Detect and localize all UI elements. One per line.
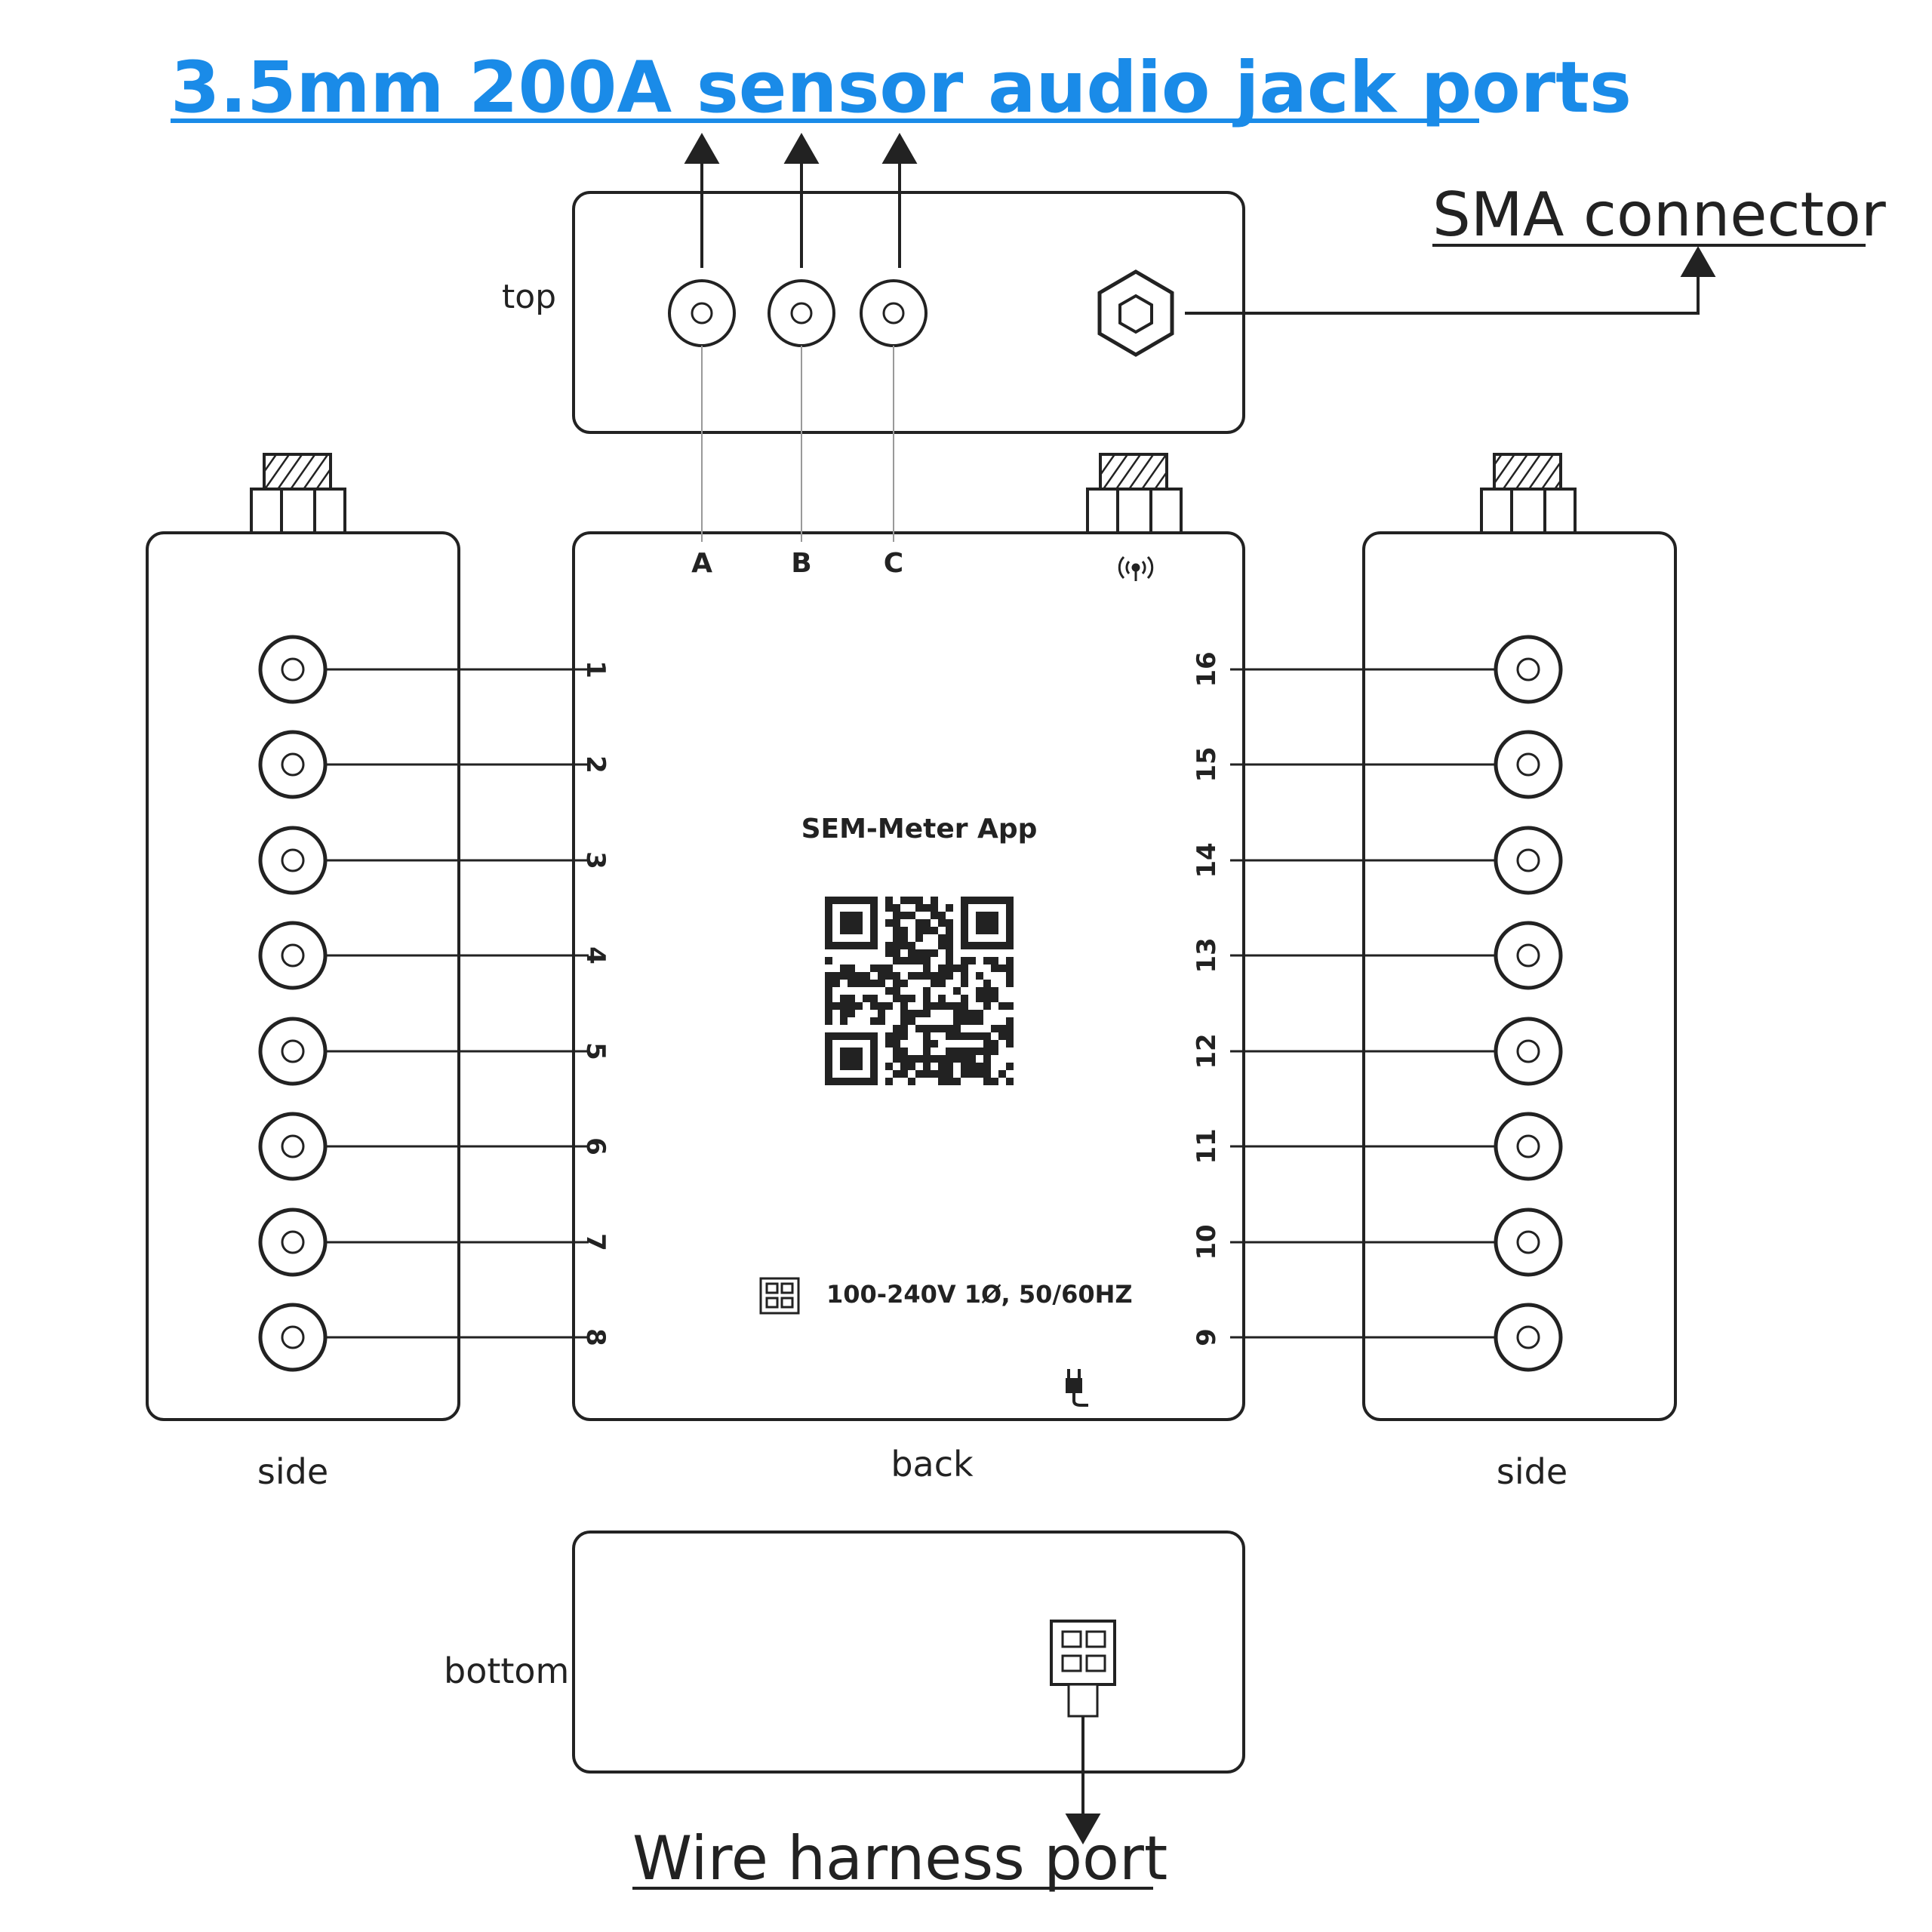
jack-port-14: [1494, 826, 1563, 895]
port-numbers-left: 1 2 3 4 5 6 7 8: [580, 660, 611, 1346]
jack-port-a: [668, 279, 736, 347]
port-number-8: 8: [580, 1328, 611, 1346]
harness-arrow: [1065, 1716, 1101, 1845]
port-number-10: 10: [1192, 1224, 1222, 1260]
port-number-4: 4: [580, 946, 611, 964]
port-number-14: 14: [1192, 842, 1222, 878]
wifi-icon: [1118, 555, 1154, 581]
power-rating: 100-240V 1Ø, 50/60HZ: [826, 1280, 1133, 1309]
jack-port-13: [1494, 921, 1563, 990]
left-port-jacks: [258, 635, 328, 1372]
app-name: SEM-Meter App: [801, 814, 1038, 844]
port-number-12: 12: [1192, 1033, 1222, 1069]
phase-label-b: B: [791, 548, 811, 579]
top-view: [572, 191, 1245, 434]
sma-leader: [1185, 245, 1716, 315]
side-view-left: [146, 531, 460, 1421]
port-number-16: 16: [1192, 651, 1222, 687]
port-number-1: 1: [580, 660, 611, 678]
jack-port-4: [258, 921, 328, 990]
port-number-9: 9: [1192, 1328, 1222, 1346]
jack-port-7: [258, 1208, 328, 1277]
harness-connector-icon: [1050, 1620, 1116, 1718]
jack-port-15: [1494, 730, 1563, 799]
plug-icon: [1066, 1369, 1088, 1407]
jack-port-12: [1494, 1017, 1563, 1086]
jack-port-c: [860, 279, 928, 347]
antenna-connector-left: [250, 453, 346, 534]
connector-icon: [759, 1277, 800, 1315]
label-top: top: [502, 278, 556, 316]
port-number-3: 3: [580, 851, 611, 869]
port-number-2: 2: [580, 755, 611, 774]
audio-jack-arrows: [684, 132, 918, 268]
port-number-11: 11: [1192, 1128, 1222, 1164]
antenna-connector-right: [1480, 453, 1577, 534]
jack-port-b: [768, 279, 835, 347]
bottom-view: [572, 1531, 1245, 1774]
right-port-lines: [1230, 668, 1528, 1339]
side-view-right: [1362, 531, 1677, 1421]
phase-label-a: A: [691, 548, 712, 579]
jack-port-9: [1494, 1303, 1563, 1372]
jack-port-5: [258, 1017, 328, 1086]
jack-port-6: [258, 1112, 328, 1181]
jack-port-2: [258, 730, 328, 799]
jack-port-8: [258, 1303, 328, 1372]
sma-connector-label: SMA connector: [1432, 180, 1886, 250]
port-number-15: 15: [1192, 746, 1222, 782]
phase-label-c: C: [884, 548, 903, 579]
jack-port-10: [1494, 1208, 1563, 1277]
phase-guide-lines: [701, 346, 894, 542]
right-port-jacks: [1494, 635, 1563, 1372]
antenna-connector-center: [1086, 453, 1183, 534]
label-bottom: bottom: [444, 1651, 569, 1691]
jack-port-11: [1494, 1112, 1563, 1181]
back-view: [572, 531, 1245, 1421]
left-port-lines: [293, 668, 589, 1339]
qr-code: [825, 897, 1014, 1085]
port-number-7: 7: [580, 1233, 611, 1251]
port-number-5: 5: [580, 1042, 611, 1060]
port-number-6: 6: [580, 1137, 611, 1155]
label-side-right: side: [1497, 1451, 1567, 1492]
diagram-title: 3.5mm 200A sensor audio jack ports: [171, 47, 1632, 129]
hex-nut-icon: [1097, 269, 1174, 357]
label-back: back: [891, 1444, 974, 1484]
port-number-13: 13: [1192, 937, 1222, 973]
port-numbers-right: 16 15 14 13 12 11 10 9: [1192, 651, 1222, 1346]
label-side-left: side: [257, 1451, 328, 1492]
jack-port-3: [258, 826, 328, 895]
jack-port-1: [258, 635, 328, 704]
jack-port-16: [1494, 635, 1563, 704]
wire-harness-label: Wire harness port: [632, 1823, 1168, 1894]
